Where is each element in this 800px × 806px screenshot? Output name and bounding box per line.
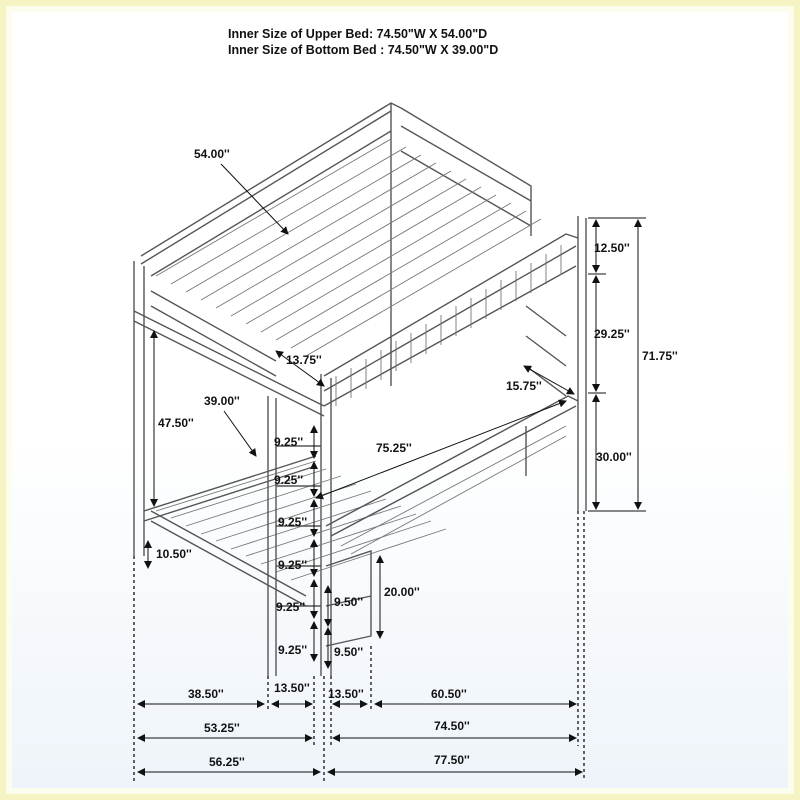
dim-bottom-clearance: 47.50'' [158,416,194,430]
dim-bottom-depth: 39.00'' [204,394,240,408]
ladder [267,396,321,676]
dim-step-3: 9.25'' [278,515,307,529]
dim-bottom-bed-width: 38.50'' [188,687,224,701]
dim-step-4: 9.25'' [278,558,307,572]
dim-shelf-lower: 9.50'' [334,645,363,659]
dimension-labels: 54.00'' 39.00'' 12.50'' 29.25'' 71.75'' … [156,147,678,769]
dim-ladder-base-right: 13.50'' [328,687,364,701]
lower-bed-frame [143,455,447,607]
dim-step-5: 9.25'' [276,600,305,614]
upper-guard-bars [335,245,562,406]
dim-length-inner: 74.50'' [434,719,470,733]
dim-width-left-inner: 53.25'' [204,721,240,735]
dim-desk-length: 75.25'' [376,441,412,455]
bunk-bed-drawing: 54.00'' 39.00'' 12.50'' 29.25'' 71.75'' … [133,102,678,781]
dim-upper-rail-height: 12.50'' [594,241,630,255]
dim-bottom-rail-height: 10.50'' [156,547,192,561]
dim-ladder-width: 13.75'' [286,353,322,367]
desk [325,305,579,647]
dim-width-left-outer: 56.25'' [209,755,245,769]
dim-shelf-height: 20.00'' [384,585,420,599]
dim-ladder-base-left: 13.50'' [274,681,310,695]
upper-bed-slats [155,138,542,357]
bottom-bed-size-label: Inner Size of Bottom Bed : 74.50"W X 39.… [228,43,499,57]
upper-bed-size-label: Inner Size of Upper Bed: 74.50"W X 54.00… [228,27,488,41]
dim-upper-to-desk: 29.25'' [594,327,630,341]
dim-upper-depth: 54.00'' [194,147,230,161]
dimension-lines [133,163,646,781]
dim-length-outer: 77.50'' [434,753,470,767]
dim-step-2: 9.25'' [274,473,303,487]
dim-step-6: 9.25'' [278,643,307,657]
dim-desk-depth: 15.75'' [506,379,542,393]
dim-desk-height: 30.00'' [596,450,632,464]
dim-total-height: 71.75'' [642,349,678,363]
dim-desk-span: 60.50'' [431,687,467,701]
dim-step-1: 9.25'' [274,435,303,449]
dim-shelf-upper: 9.50'' [334,595,363,609]
